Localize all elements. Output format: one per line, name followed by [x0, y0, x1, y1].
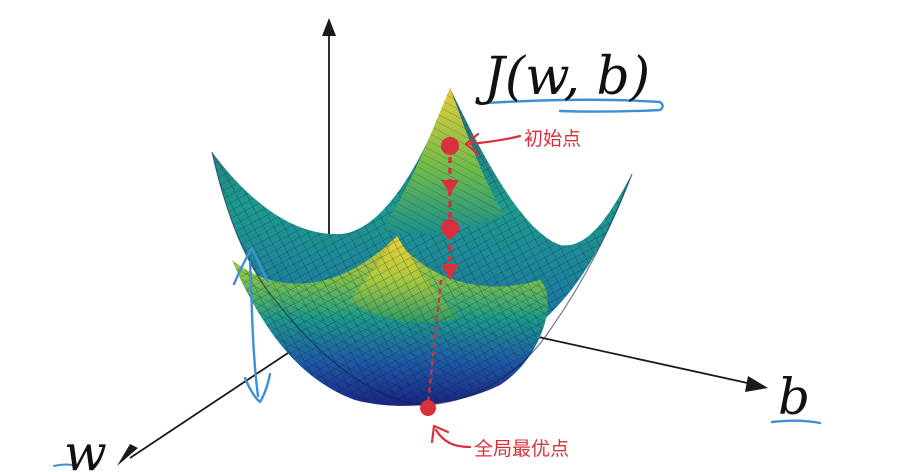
axis-w-label: w: [64, 424, 107, 472]
start-point-marker: [441, 137, 459, 155]
w-underline-stub: [53, 463, 79, 467]
j-axis-arrowhead-icon: [322, 18, 336, 36]
descent-arrow-icon: [441, 180, 459, 194]
start-point-label: 初始点: [524, 128, 581, 150]
red-pointers: [430, 132, 522, 449]
b-axis: [519, 332, 768, 392]
global-minimum-marker: [420, 400, 436, 416]
descent-path: [420, 137, 459, 416]
underline-cost-function: [482, 98, 664, 113]
height-arrow-icon: [232, 246, 272, 404]
start-pointer-arrow-icon: [464, 132, 522, 156]
handwritten-annotations: [53, 98, 822, 467]
w-axis-arrowhead-icon: [117, 444, 138, 466]
optimum-pointer-arrow-icon: [430, 424, 472, 449]
b-axis-arrowhead-icon: [745, 376, 768, 392]
axis-b-label: b: [778, 368, 810, 426]
descent-step-marker: [441, 219, 459, 237]
underline-b: [770, 419, 822, 425]
cost-function-label: J(w, b): [475, 47, 650, 107]
w-axis: [117, 344, 301, 466]
cost-surface: [211, 88, 633, 406]
descent-arrow-icon: [441, 264, 459, 280]
global-optimum-label: 全局最优点: [474, 438, 569, 460]
